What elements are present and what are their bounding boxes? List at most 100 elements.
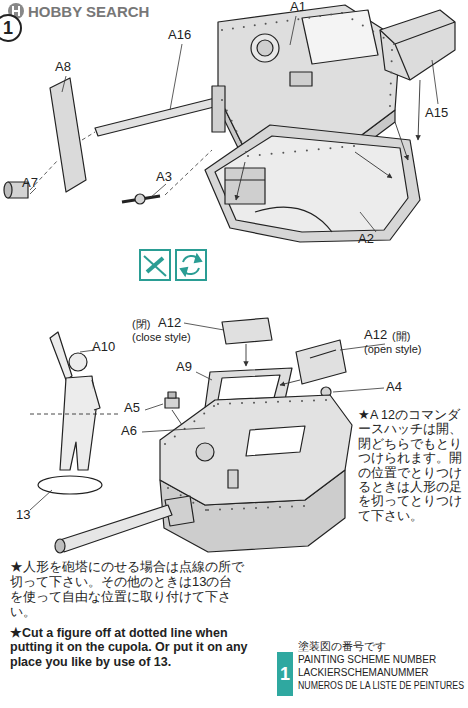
rivet (390, 83, 392, 85)
turret-roof (257, 40, 273, 56)
turret-floor (205, 125, 420, 242)
part-number: A16 (168, 28, 191, 43)
turret-floor (225, 168, 265, 204)
leader-line (290, 16, 296, 45)
rivet (192, 502, 194, 504)
step-number: 1 (0, 14, 22, 42)
crew-figure (38, 476, 102, 494)
style-note: (close style) (132, 331, 191, 344)
turret-floor (215, 136, 408, 232)
rivet (391, 49, 393, 51)
leader-line (196, 372, 212, 380)
leader-line (170, 44, 182, 110)
rivet (341, 146, 343, 148)
turret-floor (255, 207, 332, 232)
instruction-icon (181, 268, 187, 275)
gun-parts (212, 86, 225, 132)
rivet (259, 154, 261, 156)
assembly-arrow (418, 80, 420, 140)
part-number: A1 (290, 0, 306, 15)
crew-figure (50, 332, 72, 380)
rivet (241, 402, 243, 404)
hatch-parts (168, 392, 176, 398)
part-number: A2 (358, 232, 374, 247)
rivet (207, 509, 209, 511)
leader-line (145, 404, 163, 410)
hatch-parts (218, 375, 280, 400)
part-number: A6 (121, 424, 137, 439)
rivet (240, 141, 242, 143)
rivet (289, 400, 291, 402)
watermark-logo (12, 10, 20, 12)
part-number: A3 (156, 170, 172, 185)
rivet (282, 152, 284, 154)
rivet (390, 71, 392, 73)
rivet (231, 120, 233, 122)
part-number: A4 (386, 380, 402, 395)
rivet (319, 15, 321, 17)
rivet (203, 413, 205, 415)
leader-line (62, 76, 66, 92)
leader-line (30, 16, 438, 432)
gun-parts (95, 98, 218, 136)
assembly-axis (165, 150, 212, 195)
hatch-parts (296, 340, 346, 384)
rivet (393, 43, 395, 45)
gun-parts (4, 182, 12, 198)
assembly-axis (30, 132, 212, 195)
rivet (253, 402, 255, 404)
painting-scheme-box: 1 (277, 652, 293, 696)
leader-line (150, 184, 166, 198)
rivet (341, 12, 343, 14)
cut-line (30, 414, 120, 415)
rivet (351, 18, 353, 20)
assembly-axis (82, 132, 95, 140)
rivet (254, 24, 256, 26)
rivet (205, 509, 207, 511)
rivet (286, 20, 288, 22)
assembled-turret (60, 505, 172, 552)
rivet (243, 508, 245, 510)
part-number: A12 (158, 316, 181, 331)
part-number: A8 (55, 60, 71, 75)
stowage-box (380, 10, 455, 80)
rivet (267, 507, 269, 509)
instruction-icon (195, 255, 201, 262)
instruction-icon (176, 250, 206, 280)
rivet (265, 23, 267, 25)
assembly-note: ★Cut a figure off at dotted line when pu… (10, 626, 265, 669)
turret-roof (251, 34, 279, 62)
rivet (235, 130, 237, 132)
assembly-arrow (280, 380, 300, 385)
hatch-parts (222, 318, 272, 344)
rivet (303, 505, 305, 507)
gun-parts (4, 78, 225, 204)
rivet (313, 399, 315, 401)
part-number: 13 (16, 508, 30, 523)
assembled-turret (55, 539, 65, 553)
assembly-note: ★A 12のコマンダースハッチは開、閉どちらでもとりつけられます。開の位置でとり… (358, 408, 466, 523)
rivet (329, 147, 331, 149)
crew-figure (69, 353, 87, 371)
instruction-icon (144, 256, 166, 276)
style-note: (開) (392, 330, 410, 343)
rivet (301, 400, 303, 402)
assembled-turret (228, 470, 238, 488)
rivet (389, 105, 391, 107)
rivet (164, 443, 166, 445)
rivet (213, 405, 215, 407)
rivet (341, 12, 343, 14)
assembly-arrow (355, 152, 392, 178)
rivet (391, 60, 393, 62)
rivet (221, 99, 223, 101)
part-number: A10 (92, 340, 115, 355)
rivet (231, 508, 233, 510)
rivet (180, 494, 182, 496)
leader-line (142, 428, 205, 432)
part-number: A9 (176, 360, 192, 375)
rivet (265, 401, 267, 403)
watermark: HOBBY SEARCH (28, 3, 149, 20)
rivet (276, 21, 278, 23)
crew-figure (60, 376, 96, 470)
style-note: (閉) (132, 318, 150, 331)
